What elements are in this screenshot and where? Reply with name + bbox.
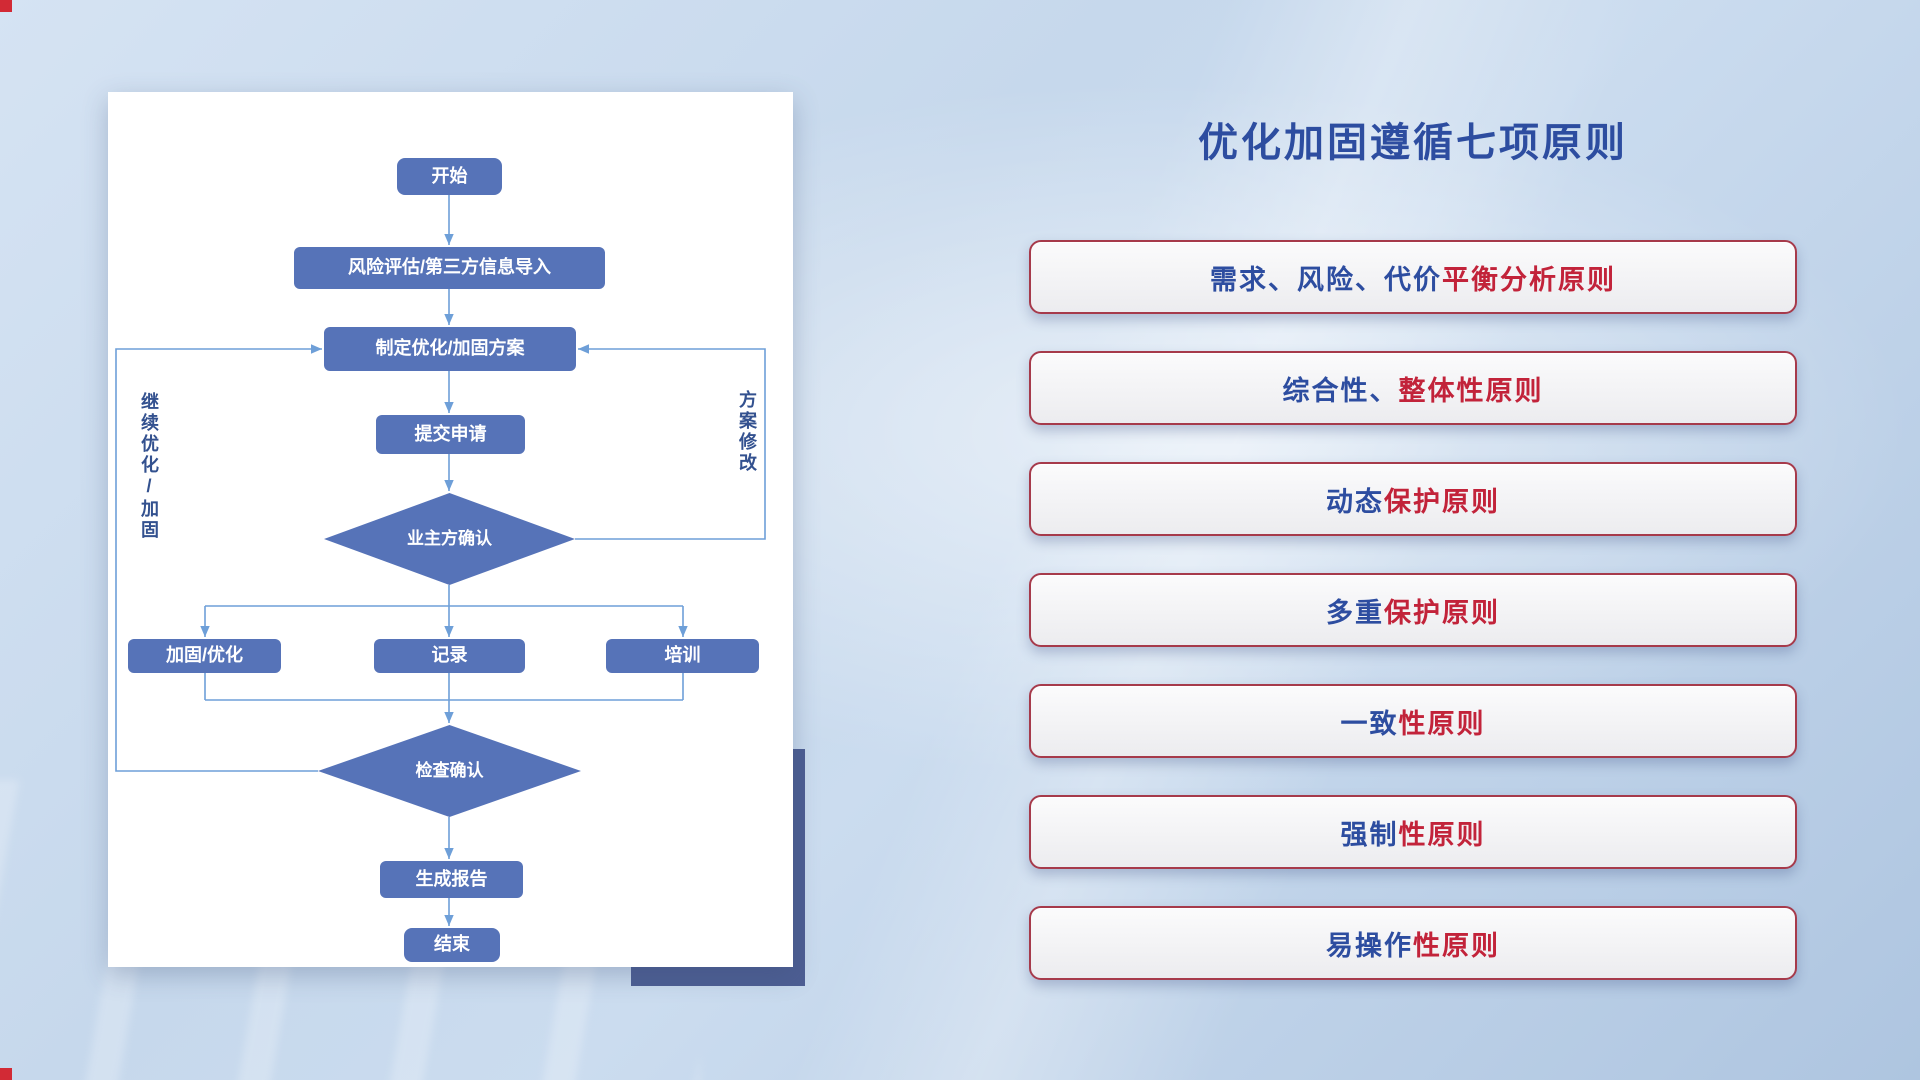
flow-node-owner-confirm-label: 业主方确认 xyxy=(407,528,492,548)
flow-node-harden-label: 加固/优化 xyxy=(165,645,243,666)
flow-node-risk-import: 风险评估/第三方信息导入 xyxy=(294,247,605,289)
page-title: 优化加固遵循七项原则 xyxy=(1198,121,1628,165)
principle-item-2: 综合性、整体性原则 xyxy=(1029,351,1797,425)
principle-6-highlight: 性原则 xyxy=(1398,819,1486,850)
principle-4-text: 多重 xyxy=(1326,597,1384,628)
edge-label-continue-optimize: 继续优化/加固 xyxy=(139,392,159,541)
edge-left-loop xyxy=(115,344,322,772)
flow-node-record: 记录 xyxy=(374,639,525,673)
flow-node-submit-label: 提交申请 xyxy=(414,423,487,444)
flow-node-owner-confirm: 业主方确认 xyxy=(324,493,575,585)
flowchart-connectors xyxy=(115,195,766,926)
principle-3-text: 动态 xyxy=(1326,486,1384,517)
principle-1-highlight: 平衡分析原则 xyxy=(1442,264,1616,295)
principle-1-text: 需求、风险、代价 xyxy=(1210,264,1442,295)
principle-item-7: 易操作性原则 xyxy=(1029,906,1797,980)
principles-list: 需求、风险、代价平衡分析原则 综合性、整体性原则 动态保护原则 多重保护原则 一… xyxy=(1029,240,1797,980)
flow-node-start-label: 开始 xyxy=(431,165,468,186)
principle-3-highlight: 保护原则 xyxy=(1384,486,1500,517)
red-corner-mark-top-left xyxy=(0,0,12,12)
edge-owner-distributor xyxy=(205,585,683,607)
principle-7-highlight: 性原则 xyxy=(1413,930,1500,961)
flow-node-make-plan: 制定优化/加固方案 xyxy=(324,327,576,371)
principle-5-text: 一致 xyxy=(1340,708,1399,739)
flow-node-check-confirm: 检查确认 xyxy=(318,725,581,817)
red-corner-mark-bottom-left xyxy=(0,1068,12,1080)
principle-item-6: 强制性原则 xyxy=(1029,795,1797,869)
flow-node-start: 开始 xyxy=(397,158,502,195)
flow-node-end: 结束 xyxy=(404,928,500,962)
principle-4-highlight: 保护原则 xyxy=(1384,597,1500,628)
principle-2-text: 综合性、 xyxy=(1282,375,1399,406)
flowchart-card: 开始 风险评估/第三方信息导入 制定优化/加固方案 提交申请 业主方确认 加固/… xyxy=(108,92,793,967)
flow-node-make-plan-label: 制定优化/加固方案 xyxy=(375,338,525,359)
principle-item-3: 动态保护原则 xyxy=(1029,462,1797,536)
flow-node-submit: 提交申请 xyxy=(376,415,525,454)
edge-right-loop xyxy=(575,344,766,540)
principle-7-text: 易操作 xyxy=(1326,930,1413,961)
flow-node-training-label: 培训 xyxy=(664,645,701,666)
flow-node-check-confirm-label: 检查确认 xyxy=(415,760,484,780)
edge-label-plan-modify: 方案修改 xyxy=(737,390,757,474)
flow-node-harden: 加固/优化 xyxy=(128,639,281,673)
edge-join-lines xyxy=(204,673,684,701)
flow-node-training: 培训 xyxy=(606,639,759,673)
principle-6-text: 强制 xyxy=(1340,819,1399,850)
principle-2-highlight: 整体性原则 xyxy=(1398,375,1544,406)
principle-item-5: 一致性原则 xyxy=(1029,684,1797,758)
flow-node-report-label: 生成报告 xyxy=(415,868,488,889)
flow-node-report: 生成报告 xyxy=(380,861,523,898)
flow-node-risk-import-label: 风险评估/第三方信息导入 xyxy=(348,257,551,278)
principle-item-4: 多重保护原则 xyxy=(1029,573,1797,647)
principle-5-highlight: 性原则 xyxy=(1398,708,1486,739)
flow-node-record-label: 记录 xyxy=(431,645,468,666)
principle-item-1: 需求、风险、代价平衡分析原则 xyxy=(1029,240,1797,314)
flow-node-end-label: 结束 xyxy=(434,934,470,955)
